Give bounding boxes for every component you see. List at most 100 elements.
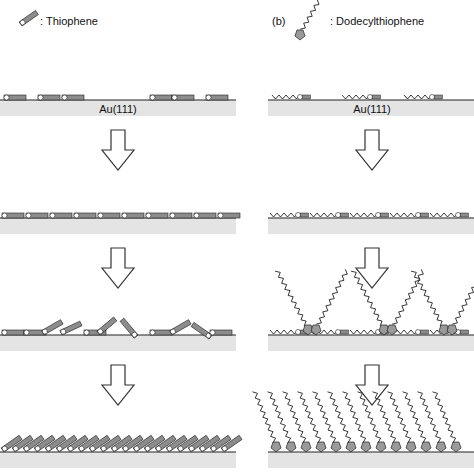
substrate-label: Au(111) <box>353 103 391 115</box>
process-arrow <box>102 248 134 288</box>
thiophene-head <box>346 442 356 452</box>
thiophene-head <box>298 95 303 100</box>
thiophene-head <box>301 213 309 217</box>
alkyl-chain <box>390 213 418 217</box>
thiophene-molecule <box>150 330 172 335</box>
thiophene-molecule <box>150 95 172 100</box>
thiophene-molecule <box>170 213 192 218</box>
alkyl-chain <box>270 213 298 217</box>
thiophene-head <box>436 442 446 452</box>
thiophene-head <box>296 213 301 218</box>
thiophene-molecule <box>4 95 26 100</box>
thiophene-molecule <box>50 213 72 218</box>
alkyl-chain <box>300 0 319 29</box>
alkyl-chain <box>298 392 321 443</box>
thiophene-head <box>376 442 386 452</box>
thiophene-head <box>416 213 421 218</box>
alkyl-chain <box>270 330 298 334</box>
thiophene-head <box>435 95 443 99</box>
thiophene-molecule <box>191 322 212 339</box>
legend-label: : Dodecylthiophene <box>330 15 424 27</box>
thiophene-molecule <box>172 95 194 100</box>
gold-substrate <box>268 335 474 351</box>
gold-substrate <box>268 218 474 234</box>
process-arrow <box>356 365 388 405</box>
alkyl-chain <box>272 95 300 99</box>
thiophene-molecule <box>170 320 192 335</box>
alkyl-chain <box>430 213 458 217</box>
thiophene-head <box>430 95 435 100</box>
thiophene-head <box>406 442 416 452</box>
alkyl-chain <box>350 213 378 217</box>
thiophene-head <box>311 325 321 335</box>
alkyl-chain <box>316 269 347 324</box>
thiophene-molecule <box>218 213 240 218</box>
thiophene-molecule <box>120 318 138 338</box>
thiophene-head <box>461 213 469 217</box>
thiophene-head <box>341 330 349 334</box>
thiophene-molecule <box>60 321 82 335</box>
alkyl-chain <box>275 271 306 326</box>
alkyl-chain <box>404 95 432 99</box>
alkyl-chain <box>351 271 382 326</box>
thiophene-head <box>373 95 381 99</box>
thiophene-molecule <box>2 330 24 335</box>
panel-label: (b) <box>272 15 285 27</box>
thiophene-head <box>416 330 421 335</box>
thiophene-head <box>387 325 397 335</box>
thiophene-head <box>286 442 296 452</box>
thiophene-molecule <box>19 10 38 26</box>
legend-label: : Thiophene <box>40 15 98 27</box>
substrate-label: Au(111) <box>99 103 137 115</box>
alkyl-chain <box>392 269 423 324</box>
alkyl-chain <box>342 95 370 99</box>
thiophene-molecule <box>146 213 168 218</box>
thiophene-head <box>361 442 371 452</box>
thiophene-head <box>296 330 301 335</box>
alkyl-chain <box>418 392 441 443</box>
alkyl-chain <box>452 269 474 324</box>
alkyl-chain <box>350 330 378 334</box>
thiophene-molecule <box>194 213 216 218</box>
thiophene-head <box>303 95 311 99</box>
thiophene-head <box>295 30 305 40</box>
alkyl-chain <box>268 392 291 443</box>
substrate-surface <box>0 100 236 101</box>
alkyl-chain <box>253 392 276 443</box>
thiophene-head <box>421 442 431 452</box>
alkyl-chain <box>403 392 426 443</box>
alkyl-chain <box>343 392 366 443</box>
thiophene-molecule <box>38 95 60 100</box>
alkyl-chain <box>388 392 411 443</box>
thiophene-head <box>451 442 461 452</box>
thiophene-molecule <box>221 435 242 452</box>
thiophene-molecule <box>26 213 48 218</box>
gold-substrate <box>0 452 236 468</box>
alkyl-chain <box>328 392 351 443</box>
thiophene-molecule <box>122 213 144 218</box>
thiophene-molecule <box>97 317 117 335</box>
alkyl-chain <box>373 392 396 443</box>
thiophene-molecule <box>210 330 232 335</box>
thiophene-molecule <box>98 213 120 218</box>
process-arrow <box>102 130 134 170</box>
thiophene-head <box>271 442 281 452</box>
thiophene-head <box>421 213 429 217</box>
thiophene-molecule <box>62 95 84 100</box>
gold-substrate <box>0 100 236 116</box>
thiophene-head <box>331 442 341 452</box>
thiophene-molecule <box>42 320 64 335</box>
thiophene-head <box>376 213 381 218</box>
thiophene-head <box>301 442 311 452</box>
alkyl-chain <box>411 271 442 326</box>
thiophene-head <box>336 330 341 335</box>
thiophene-molecule <box>206 95 228 100</box>
thiophene-head <box>456 213 461 218</box>
thiophene-head <box>391 442 401 452</box>
alkyl-chain <box>433 392 456 443</box>
thiophene-head <box>368 95 373 100</box>
thiophene-head <box>336 213 341 218</box>
alkyl-chain <box>283 392 306 443</box>
